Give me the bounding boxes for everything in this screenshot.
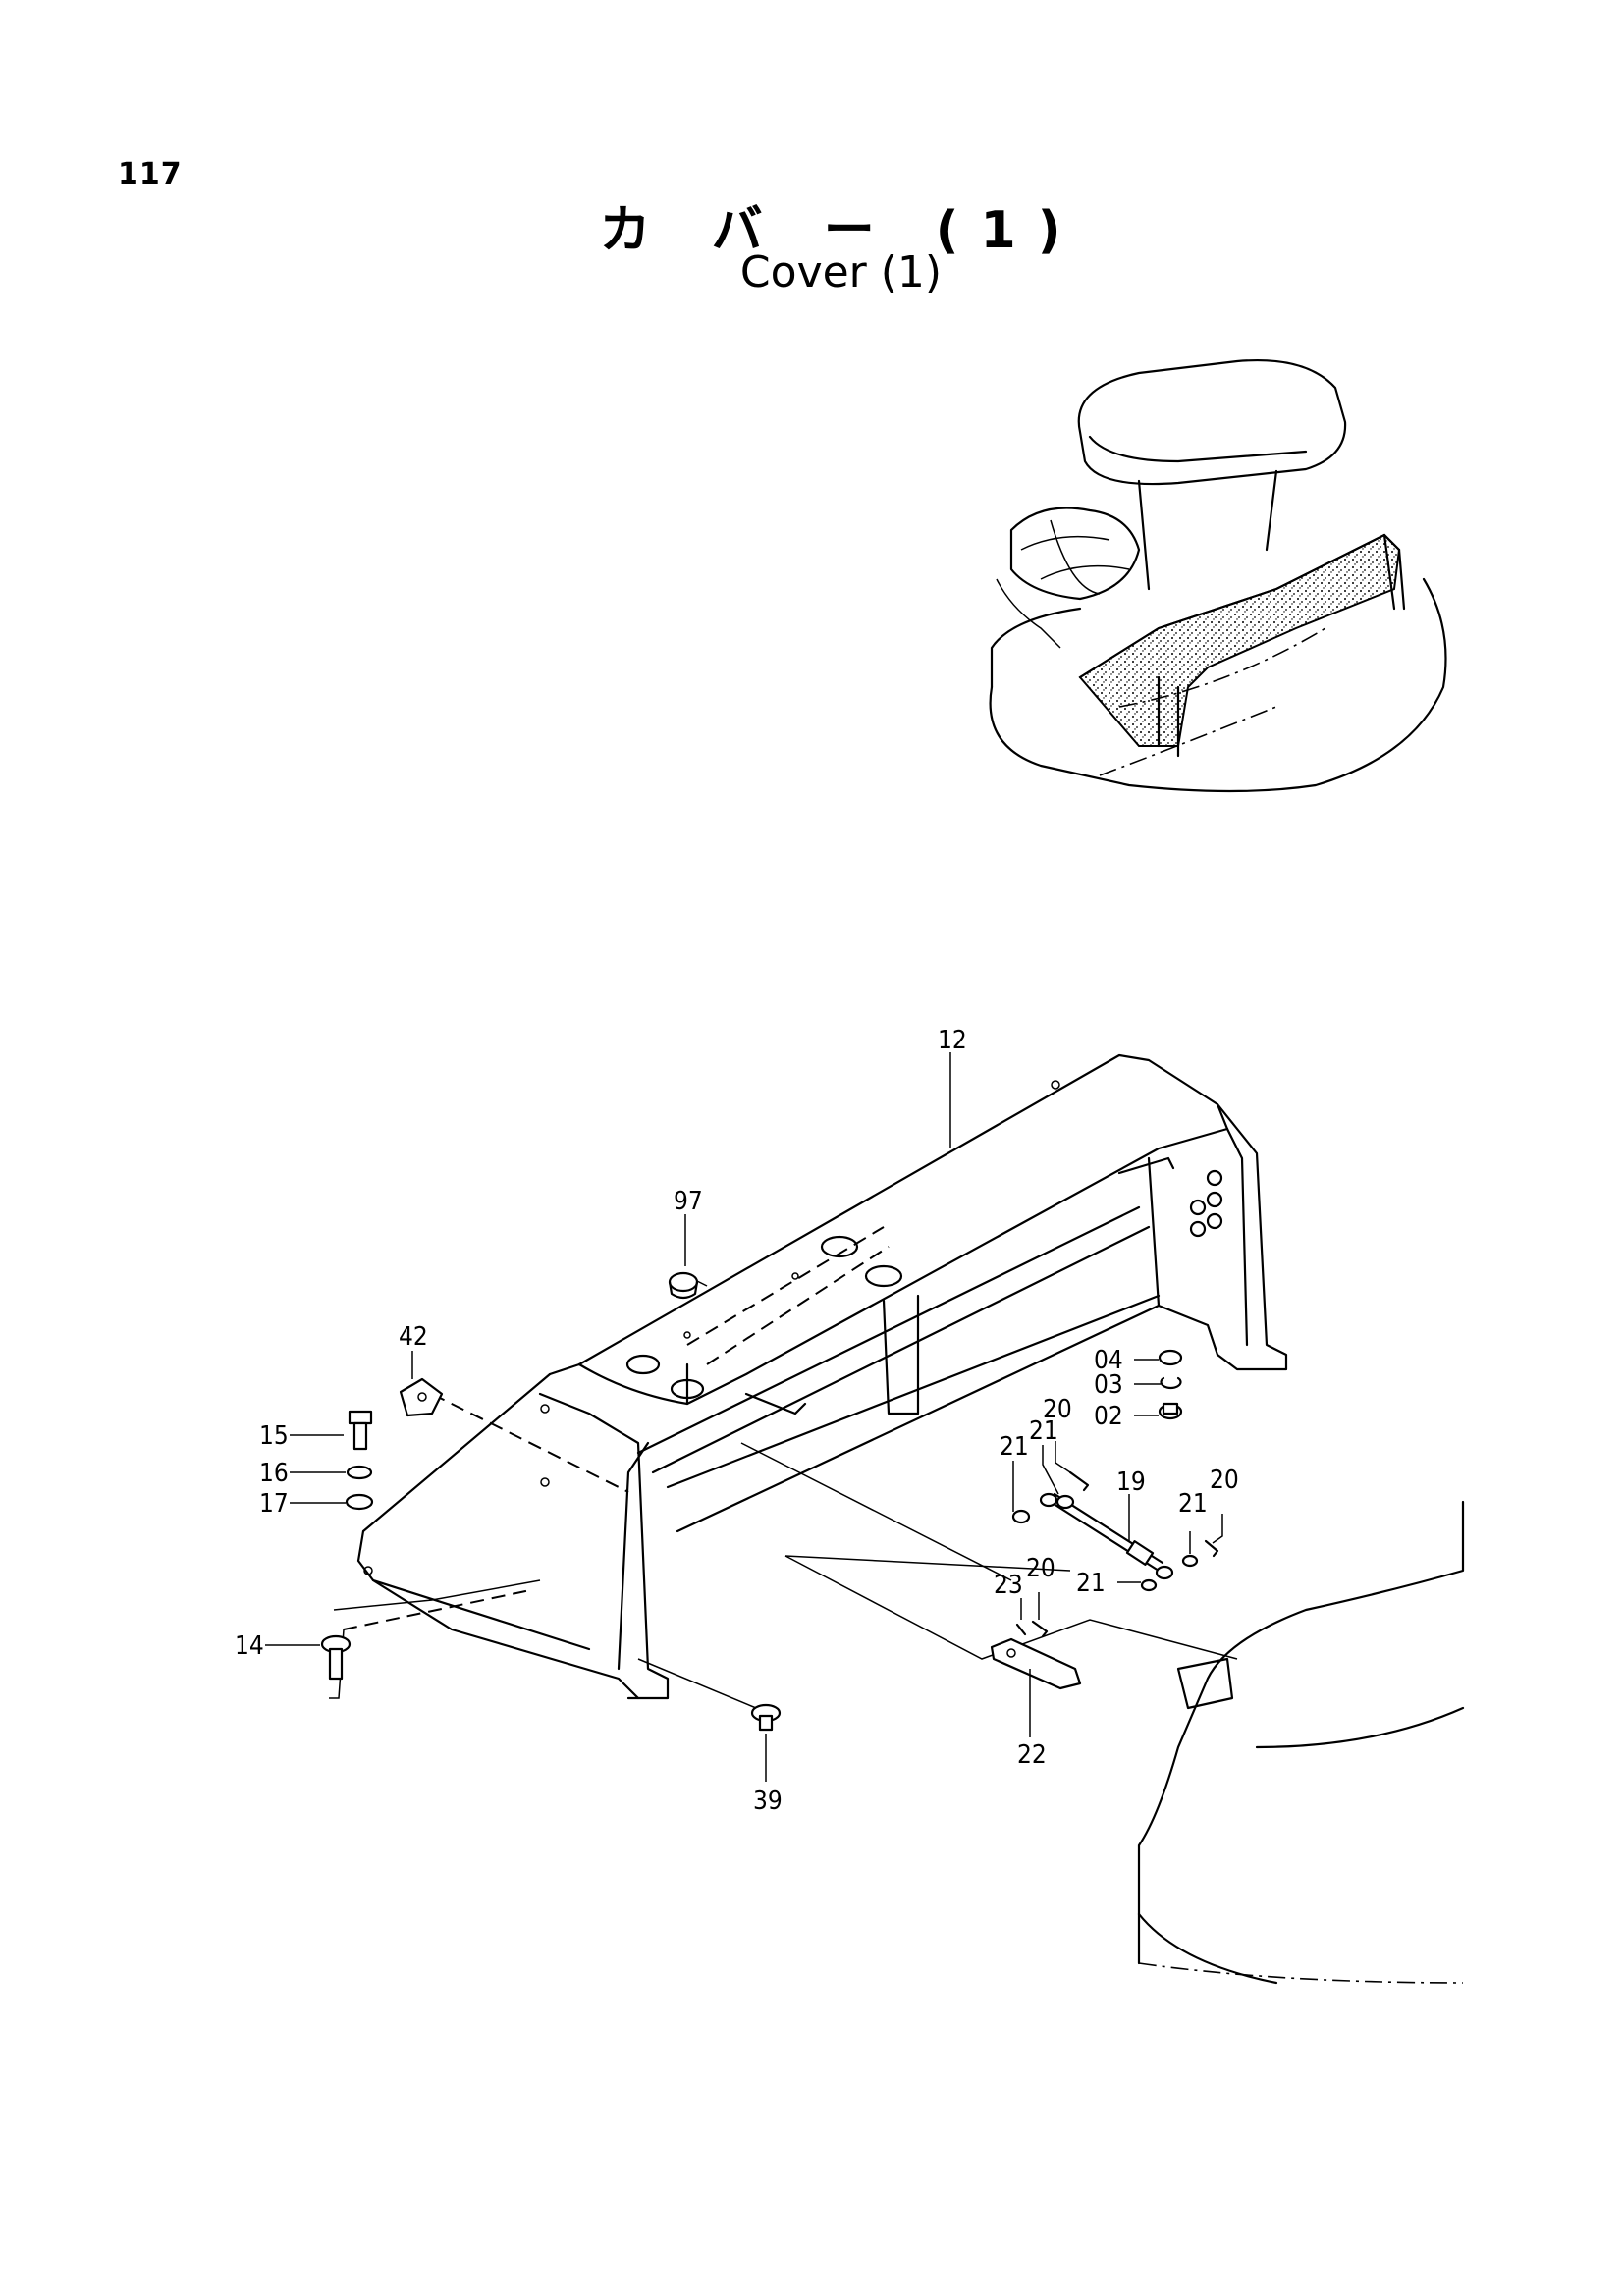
callout-12: 12: [938, 1026, 967, 1055]
hardware-parts: [320, 1271, 1219, 1732]
callout-21b: 21: [1029, 1416, 1058, 1446]
nut-21b: [1055, 1494, 1075, 1510]
grommet-97: [668, 1271, 699, 1300]
callout-02: 02: [1094, 1402, 1123, 1431]
page-number: 117: [118, 157, 183, 191]
callout-22: 22: [1017, 1740, 1047, 1770]
callout-42: 42: [399, 1322, 428, 1352]
callout-39: 39: [753, 1787, 783, 1816]
latch-22: [990, 1637, 1082, 1690]
title-japanese: カ バ ー (1): [599, 201, 1083, 260]
callout-03: 03: [1094, 1370, 1123, 1400]
cabin-outline: [1137, 1500, 1465, 1985]
callout-15: 15: [259, 1421, 289, 1451]
bolt-15: [348, 1410, 373, 1451]
pin-20a: [1068, 1470, 1090, 1492]
overview-illustration: [989, 359, 1447, 793]
ring-03: [1160, 1376, 1182, 1390]
clip-42: [399, 1377, 444, 1417]
washer-16: [346, 1465, 373, 1480]
callout-21a: 21: [1000, 1432, 1029, 1462]
nut-02: [1158, 1402, 1183, 1420]
callout-19: 19: [1116, 1468, 1146, 1497]
pin-23: [1015, 1623, 1027, 1636]
callout-23: 23: [994, 1571, 1023, 1600]
callout-16: 16: [259, 1459, 289, 1488]
callout-14: 14: [235, 1631, 264, 1661]
screw-39: [750, 1703, 782, 1732]
callout-17: 17: [259, 1489, 289, 1519]
callout-21d: 21: [1076, 1569, 1106, 1598]
pin-20b: [1204, 1539, 1219, 1558]
callout-leaders: [265, 1052, 1223, 1782]
title-english: Cover (1): [739, 247, 943, 297]
washer-04: [1158, 1349, 1183, 1366]
callout-20c: 20: [1026, 1554, 1055, 1583]
callout-numbers: 12 97 42 15 16 17 14 39 04 03 02 21 21 2…: [235, 1026, 1239, 1816]
nut-21d: [1140, 1578, 1158, 1592]
callout-21c: 21: [1178, 1489, 1208, 1519]
callout-20b: 20: [1210, 1466, 1239, 1495]
callout-97: 97: [674, 1187, 703, 1216]
cover-assembly: [329, 1053, 1288, 1709]
nut-21c: [1181, 1554, 1199, 1568]
callout-20a: 20: [1043, 1395, 1072, 1424]
nut-21a: [1011, 1509, 1031, 1524]
callout-04: 04: [1094, 1346, 1123, 1375]
pin-20c: [1031, 1620, 1049, 1638]
washer-17: [345, 1493, 374, 1511]
bolt-14: [320, 1634, 352, 1681]
